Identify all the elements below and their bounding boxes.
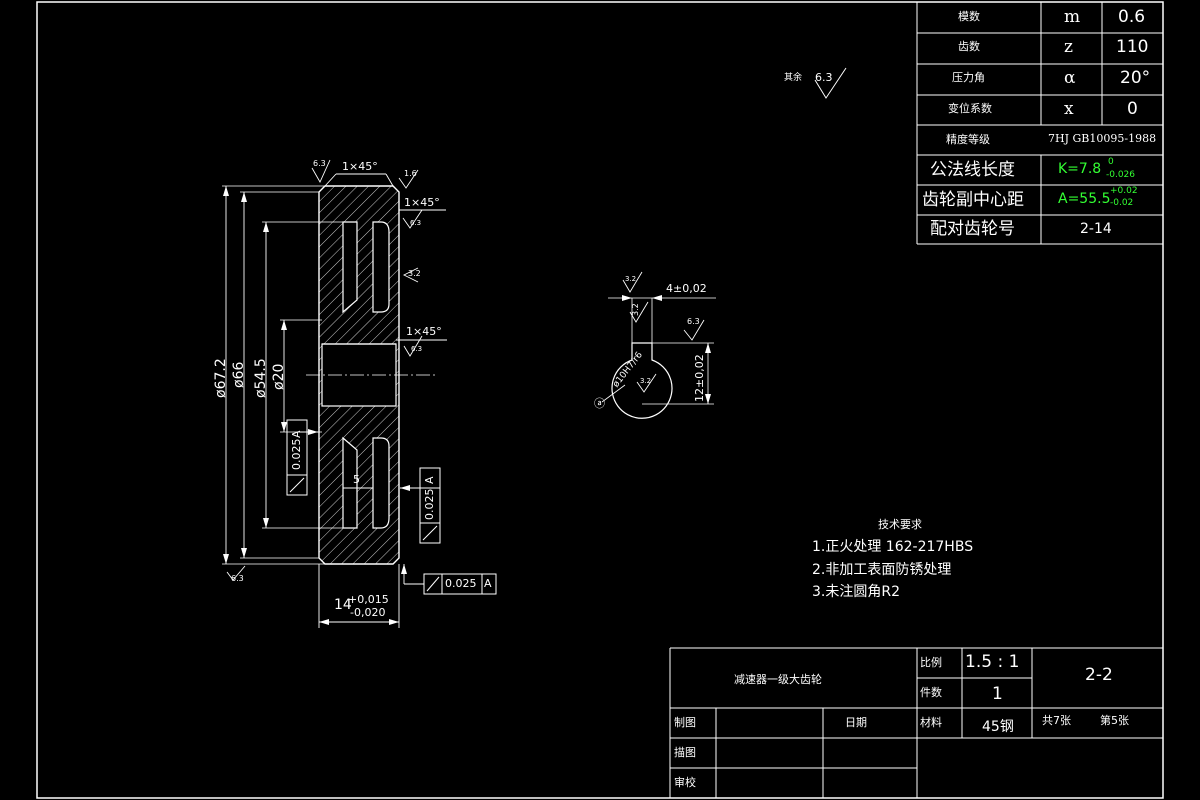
keyway-rough-right: 6.3 bbox=[687, 317, 700, 326]
teeth-value: 110 bbox=[1116, 37, 1149, 57]
dim-d545: ø54.5 bbox=[253, 358, 269, 398]
date-label: 日期 bbox=[845, 716, 867, 729]
dim-d672: ø67.2 bbox=[213, 358, 229, 398]
traced-label: 描图 bbox=[674, 746, 696, 759]
tech-req-title: 技术要求 bbox=[878, 518, 922, 531]
gear-section bbox=[222, 159, 497, 628]
precision-label: 精度等级 bbox=[946, 133, 990, 146]
chamfer-hub: 1×45° bbox=[406, 325, 442, 338]
qty-value: 1 bbox=[992, 684, 1003, 704]
surface-note-label: 其余 bbox=[784, 73, 803, 83]
module-label: 模数 bbox=[958, 10, 980, 23]
material-label: 材料 bbox=[920, 716, 942, 729]
surface-roughness-symbol bbox=[814, 67, 847, 99]
dim-d20: ø20 bbox=[271, 363, 287, 390]
keyway-sym-label: ⓐ bbox=[594, 397, 605, 410]
chamfer-top: 1×45° bbox=[342, 160, 378, 173]
center-distance-tol-upper: +0.02 bbox=[1110, 186, 1138, 196]
sheets-total: 共7张 bbox=[1042, 714, 1071, 727]
teeth-symbol: z bbox=[1064, 37, 1073, 57]
center-distance-value: A=55.5 bbox=[1058, 191, 1111, 207]
scale-value: 1.5 : 1 bbox=[965, 652, 1020, 672]
tech-req-item-3: 3.未注圆角R2 bbox=[812, 584, 900, 600]
normal-length-tol-upper: 0 bbox=[1108, 157, 1114, 167]
web-width: 5 bbox=[353, 473, 360, 486]
pressure-angle-value: 20° bbox=[1120, 68, 1151, 88]
drawing-frame bbox=[36, 1, 1164, 799]
part-name: 减速器一级大齿轮 bbox=[734, 673, 822, 686]
scale-label: 比例 bbox=[920, 656, 942, 669]
shift-coef-symbol: x bbox=[1064, 99, 1074, 119]
width-base: 14 bbox=[334, 597, 352, 613]
upper-recess-right bbox=[372, 221, 390, 313]
chamfer-right: 1×45° bbox=[404, 196, 440, 209]
center-distance-tol-lower: -0.02 bbox=[1110, 198, 1134, 208]
keyway-profile bbox=[611, 342, 673, 419]
checked-label: 审校 bbox=[674, 776, 696, 789]
rough-flank: 3.2 bbox=[408, 269, 421, 278]
keyway-rough-side: 3.2 bbox=[631, 303, 640, 316]
param-table-grid bbox=[916, 2, 1163, 245]
runout-bottom-ref: A bbox=[484, 577, 492, 590]
normal-length-value: K=7.8 bbox=[1058, 161, 1102, 177]
normal-length-tol-lower: -0.026 bbox=[1106, 170, 1136, 180]
rough-top-right: 1.6 bbox=[404, 169, 417, 178]
runout-right: 0.025 bbox=[423, 488, 436, 521]
lower-recess-right bbox=[372, 437, 390, 529]
rough-hub: 6.3 bbox=[411, 345, 423, 353]
tech-req-item-1: 1.正火处理 162-217HBS bbox=[812, 539, 974, 555]
keyway-sym-rough: 3.2 bbox=[640, 377, 652, 385]
dim-d66: ø66 bbox=[231, 361, 247, 388]
lower-recess bbox=[342, 436, 358, 529]
keyway-width: 4±0,02 bbox=[666, 282, 707, 295]
mating-gear-label: 配对齿轮号 bbox=[930, 219, 1015, 239]
title-block-grid bbox=[669, 647, 1163, 798]
sheet-number: 第5张 bbox=[1100, 714, 1129, 727]
module-symbol: m bbox=[1064, 7, 1081, 27]
qty-label: 件数 bbox=[920, 686, 942, 699]
runout-left-ref: A bbox=[290, 430, 303, 438]
center-distance-label: 齿轮副中心距 bbox=[922, 190, 1024, 210]
width-tol-lower: -0,020 bbox=[350, 606, 386, 619]
rough-top-left: 6.3 bbox=[313, 159, 326, 168]
tech-req-item-2: 2.非加工表面防锈处理 bbox=[812, 562, 952, 578]
surface-note-value: 6.3 bbox=[815, 71, 833, 84]
keyway-rough-top: 3.2 bbox=[625, 275, 637, 283]
width-tol-upper: +0,015 bbox=[348, 593, 389, 606]
drawn-label: 制图 bbox=[674, 716, 696, 729]
upper-recess bbox=[342, 221, 358, 314]
normal-length-label: 公法线长度 bbox=[930, 160, 1015, 180]
keyway-depth: 12±0,02 bbox=[693, 354, 706, 402]
mating-gear-value: 2-14 bbox=[1080, 221, 1112, 237]
module-value: 0.6 bbox=[1118, 7, 1146, 27]
runout-left: 0.025 bbox=[290, 438, 303, 471]
pressure-angle-label: 压力角 bbox=[952, 71, 985, 84]
drawing-number: 2-2 bbox=[1085, 665, 1113, 685]
teeth-label: 齿数 bbox=[958, 40, 980, 53]
rough-right-small: 6.3 bbox=[410, 219, 422, 227]
rough-bottom: 6.3 bbox=[231, 574, 244, 583]
pressure-angle-symbol: α bbox=[1064, 68, 1076, 88]
shift-coef-value: 0 bbox=[1127, 99, 1138, 119]
material-value: 45钢 bbox=[982, 719, 1014, 735]
runout-right-ref: A bbox=[423, 476, 436, 484]
shift-coef-label: 变位系数 bbox=[948, 102, 992, 115]
runout-bottom: 0.025 bbox=[445, 577, 477, 590]
precision-value: 7HJ GB10095-1988 bbox=[1048, 132, 1157, 145]
